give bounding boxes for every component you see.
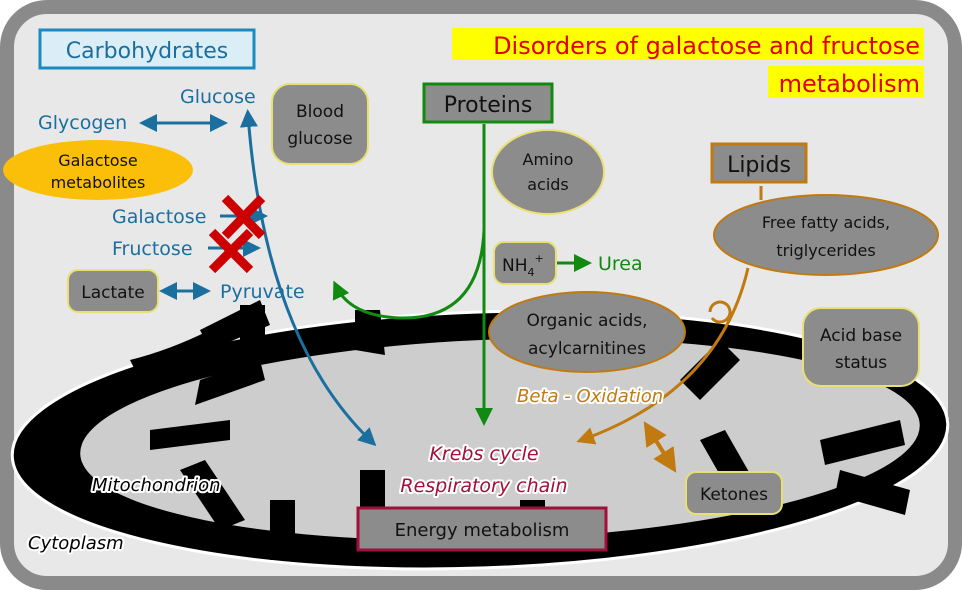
block-cross-icon — [208, 194, 266, 274]
proteins-box: Proteins — [422, 82, 554, 124]
blood-glucose-node: Blood glucose — [271, 83, 369, 165]
title-line-1: Disorders of galactose and fructose — [493, 32, 920, 60]
acid-base-node: Acid base status — [802, 307, 920, 387]
glucose-label: Glucose — [180, 86, 256, 108]
pyruvate-label: Pyruvate — [220, 281, 305, 303]
cytoplasm-label: Cytoplasm — [28, 533, 124, 554]
lactate-node: Lactate — [67, 269, 159, 313]
organic-acids-node: Organic acids, acylcarnitines — [488, 291, 686, 373]
ketones-node: Ketones — [685, 471, 783, 515]
lipid-krebs-arrow — [576, 267, 750, 445]
svg-text:metabolites: metabolites — [51, 173, 146, 192]
krebs-cycle-label: Krebs cycle — [429, 443, 538, 465]
amino-acids-node: Amino acids — [491, 129, 605, 215]
urea-label: Urea — [598, 253, 643, 275]
svg-text:Carbohydrates: Carbohydrates — [66, 39, 228, 64]
svg-text:glucose: glucose — [287, 129, 352, 149]
svg-text:Amino: Amino — [523, 150, 574, 169]
svg-text:status: status — [835, 353, 887, 373]
galactose-label: Galactose — [112, 206, 206, 228]
carnitine-cycle-icon — [708, 300, 732, 324]
svg-text:acids: acids — [527, 175, 569, 194]
svg-text:Lipids: Lipids — [727, 153, 791, 178]
galactose-metabolites-node: Galactose metabolites — [3, 140, 193, 200]
ketones-arrow — [643, 421, 677, 473]
svg-text:triglycerides: triglycerides — [776, 241, 875, 260]
glucose-krebs-arrow — [239, 109, 377, 447]
beta-oxidation-label: Beta - Oxidation — [517, 386, 663, 407]
svg-text:Acid base: Acid base — [820, 326, 902, 346]
ffa-node: Free fatty acids, triglycerides — [713, 194, 939, 276]
svg-text:NH4+: NH4+ — [502, 252, 544, 279]
fructose-label: Fructose — [112, 238, 193, 260]
energy-metabolism-box: Energy metabolism — [356, 506, 608, 552]
svg-text:Ketones: Ketones — [700, 485, 768, 505]
svg-text:Free fatty acids,: Free fatty acids, — [762, 213, 890, 232]
svg-text:Blood: Blood — [296, 102, 344, 122]
lipids-box: Lipids — [710, 142, 808, 184]
nh4-node: NH4+ — [493, 241, 557, 285]
carbohydrates-box: Carbohydrates — [38, 28, 256, 70]
svg-text:Proteins: Proteins — [444, 93, 533, 118]
respiratory-chain-label: Respiratory chain — [400, 475, 567, 497]
protein-pyruvate-arrow — [332, 229, 486, 320]
svg-text:Lactate: Lactate — [81, 283, 144, 303]
page-title: Disorders of galactose and fructose meta… — [452, 28, 924, 98]
svg-text:Organic acids,: Organic acids, — [526, 311, 647, 331]
svg-text:Galactose: Galactose — [58, 151, 138, 170]
svg-text:Energy metabolism: Energy metabolism — [395, 520, 570, 541]
mitochondrion-label: Mitochondrion — [92, 475, 221, 496]
svg-text:acylcarnitines: acylcarnitines — [528, 339, 646, 359]
glycogen-label: Glycogen — [38, 112, 127, 134]
title-line-2: metabolism — [779, 70, 920, 98]
